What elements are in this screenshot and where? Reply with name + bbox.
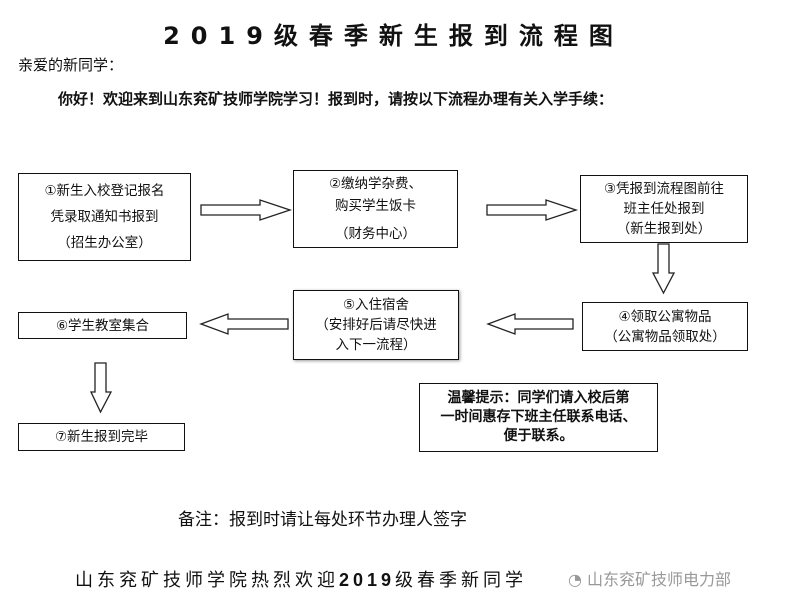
step-3-box: ③凭报到流程图前往 班主任处报到 （新生报到处） — [580, 175, 748, 243]
step-5-box: ⑤入住宿舍 （安排好后请尽快进 入下一流程） — [293, 290, 459, 360]
step-text: 入下一流程） — [335, 337, 417, 353]
step-2-box: ②缴纳学杂费、 购买学生饭卡 （财务中心） — [293, 170, 458, 248]
footer-welcome: 山东兖矿技师学院热烈欢迎2019级春季新同学 — [75, 566, 527, 592]
note: 备注：报到时请让每处环节办理人签字 — [178, 510, 467, 530]
step-text: 购买学生饭卡 — [335, 198, 416, 214]
arrow-right-icon — [200, 199, 293, 221]
step-text: （新生报到处） — [616, 221, 712, 237]
watermark: ◔ 山东兖矿技师电力部 — [568, 566, 731, 590]
tip-text: 便于联系。 — [503, 428, 574, 444]
footer-year: 2019 — [339, 570, 396, 590]
step-1-box: ①新生入校登记报名 凭录取通知书报到 （招生办公室） — [18, 173, 191, 261]
step-text: ⑤入住宿舍 — [342, 297, 410, 313]
step-text: 凭录取通知书报到 — [50, 209, 159, 225]
step-text: （招生办公室） — [57, 235, 152, 251]
step-text: ③凭报到流程图前往 — [603, 181, 725, 197]
step-text: ②缴纳学杂费、 — [328, 176, 423, 192]
step-text: ⑦新生报到完毕 — [54, 429, 149, 445]
step-text: ①新生入校登记报名 — [44, 183, 165, 199]
page-title: 2019级春季新生报到流程图 — [163, 22, 624, 50]
arrow-down-icon — [651, 243, 676, 295]
step-text: （公寓物品领取处） — [604, 328, 726, 345]
step-7-box: ⑦新生报到完毕 — [18, 423, 185, 451]
step-text: ⑥学生教室集合 — [55, 317, 150, 334]
tip-text: 温馨提示：同学们请入校后第 — [447, 390, 630, 406]
step-4-box: ④领取公寓物品 （公寓物品领取处） — [582, 302, 748, 351]
watermark-text: 山东兖矿技师电力部 — [587, 570, 732, 589]
step-text: （财务中心） — [335, 226, 416, 242]
tip-text: 一时间惠存下班主任联系电话、 — [440, 409, 637, 425]
footer-text: 山东兖矿技师学院热烈欢迎 — [75, 570, 339, 591]
arrow-left-icon — [199, 313, 289, 335]
arrow-down-icon — [89, 362, 113, 414]
greeting: 你好！欢迎来到山东兖矿技师学院学习！报到时，请按以下流程办理有关入学手续： — [58, 90, 614, 108]
step-text: （安排好后请尽快进 — [315, 317, 437, 333]
step-6-box: ⑥学生教室集合 — [18, 312, 187, 339]
salutation: 亲爱的新同学： — [18, 56, 124, 74]
tip-box: 温馨提示：同学们请入校后第 一时间惠存下班主任联系电话、 便于联系。 — [419, 383, 658, 452]
step-text: 班主任处报到 — [623, 201, 705, 217]
wechat-icon: ◔ — [568, 570, 588, 589]
footer-text: 级春季新同学 — [395, 570, 528, 591]
step-text: ④领取公寓物品 — [618, 308, 712, 325]
arrow-right-icon — [486, 199, 579, 221]
arrow-left-icon — [486, 313, 574, 335]
